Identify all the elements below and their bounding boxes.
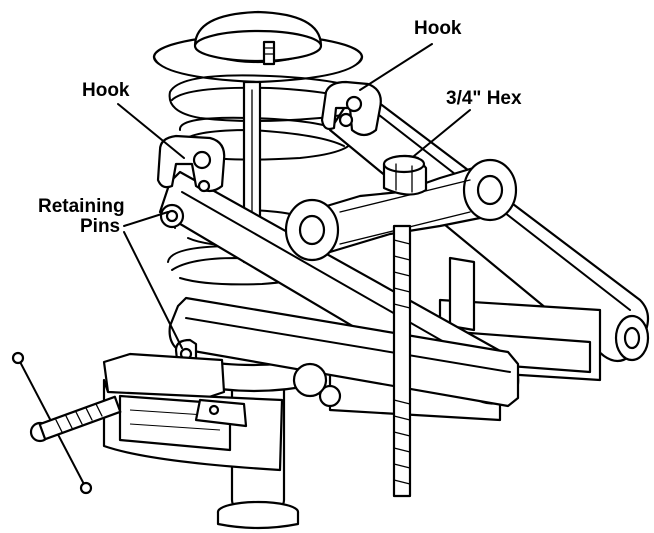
hex-bolt-assembly <box>284 154 518 498</box>
label-hook-top: Hook <box>414 18 462 39</box>
lower-arm <box>168 296 520 408</box>
label-hook-left: Hook <box>82 80 130 101</box>
vise-handle <box>11 351 122 495</box>
vise-base <box>102 352 284 472</box>
label-retaining-pins-line2: Pins <box>80 216 120 237</box>
label-retaining-pins-line1: Retaining <box>38 196 125 217</box>
hook-top-part <box>320 80 382 137</box>
retaining-pin-upper <box>159 203 185 229</box>
bolt-thread <box>393 239 411 485</box>
label-hex: 3/4" Hex <box>446 88 522 109</box>
leader-lines <box>117 43 471 349</box>
upper-spring-seat <box>152 10 364 84</box>
